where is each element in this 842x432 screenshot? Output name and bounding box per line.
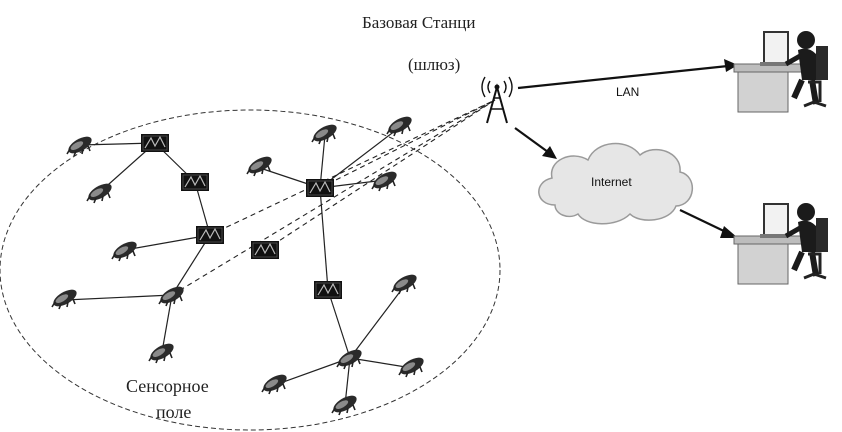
sensor-nodes xyxy=(49,112,428,417)
sensor-node-icon xyxy=(109,237,141,263)
cluster-head-icon xyxy=(250,240,280,260)
sensor-field-boundary xyxy=(0,109,501,431)
cluster-head-icon xyxy=(195,225,225,245)
sensor-node-icon xyxy=(259,370,291,396)
internet-link xyxy=(514,127,557,159)
sensor-field-label-line2: поле xyxy=(156,402,191,422)
user-workstation-icon xyxy=(734,31,828,112)
sensor-node-icon xyxy=(329,391,361,417)
lan-link xyxy=(517,59,738,90)
base-station-subtitle: (шлюз) xyxy=(408,55,460,74)
sensor-node-icon xyxy=(146,339,178,365)
user-workstation-icon xyxy=(734,203,828,284)
cluster-head-icon xyxy=(180,172,210,192)
cluster-head-icon xyxy=(305,178,335,198)
internet-label: Internet xyxy=(591,175,632,189)
cluster-head-icon xyxy=(140,133,170,153)
sensor-node-icon xyxy=(334,345,366,371)
sensor-node-icon xyxy=(244,152,276,178)
antenna-tower-icon xyxy=(481,76,513,124)
internet-to-workstation-link xyxy=(679,209,738,238)
sensor-node-icon xyxy=(49,285,81,311)
internet-cloud-icon xyxy=(538,142,694,225)
sensor-field-label-line1: Сенсорное xyxy=(126,376,209,396)
sensor-node-icon xyxy=(389,270,421,296)
sensor-node-icon xyxy=(384,112,416,138)
gateway-dashed-links xyxy=(171,99,496,296)
lan-label: LAN xyxy=(616,85,639,99)
sensor-links xyxy=(64,126,413,406)
base-station-title: Базовая Станци xyxy=(362,13,475,32)
cluster-head-icon xyxy=(313,280,343,300)
